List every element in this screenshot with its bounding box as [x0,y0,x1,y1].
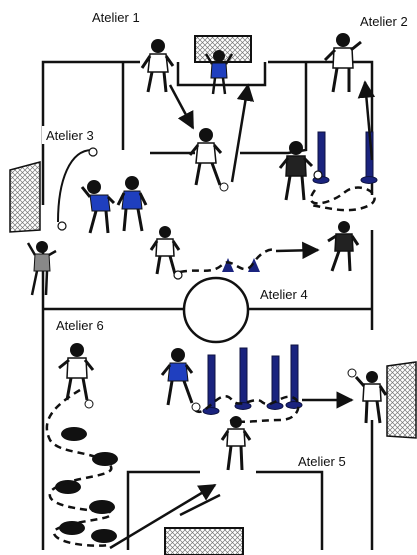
ball-icon [174,271,182,279]
center-circle [184,278,248,342]
pole-base [286,402,302,409]
discs-atelier-6 [55,427,118,543]
pole-icon [208,355,215,411]
arrow-shot-1 [232,85,248,182]
arrow-run-4 [276,250,318,251]
ball-icon [314,171,322,179]
poles-atelier-5 [203,345,302,415]
player-white [190,128,228,191]
player-white [222,416,250,470]
player-white [151,226,179,274]
path-atelier-3-lob [58,150,92,222]
left-goal [10,162,40,232]
disc-icon [91,529,117,543]
bottom-goal [165,528,243,555]
label-atelier-3: Atelier 3 [46,128,94,143]
poles-atelier-2 [313,132,377,184]
balls [58,148,322,279]
pole-icon [291,345,298,405]
pole-base [267,403,283,410]
ball-icon [89,148,97,156]
label-atelier-2: Atelier 2 [360,14,408,29]
pole-icon [272,356,279,406]
cone-icon [222,258,234,272]
goalkeeper-white [348,369,386,423]
path-atelier-6 [47,390,111,546]
arrow-shot-6 [180,495,220,515]
path-atelier-2 [310,188,375,211]
player-dark [328,221,358,271]
label-atelier-5: Atelier 5 [298,454,346,469]
pole-icon [240,348,247,406]
pole-base [203,408,219,415]
label-atelier-1: Atelier 1 [92,10,140,25]
arrow-pass-1 [170,85,193,128]
disc-icon [61,427,87,441]
label-atelier-6: Atelier 6 [56,318,104,333]
player-white [59,343,93,408]
pole-base [361,177,377,184]
player-blue [82,180,114,233]
cones-atelier-4 [222,258,260,272]
player-blue [162,348,200,411]
right-goal [387,362,416,438]
cone-icon [248,258,260,272]
disc-icon [92,452,118,466]
labels: Atelier 1 Atelier 2 Atelier 3 Atelier 4 … [42,8,417,470]
player-white [142,39,173,92]
player-blue [118,176,146,231]
ball-icon [58,222,66,230]
label-atelier-4: Atelier 4 [260,287,308,302]
